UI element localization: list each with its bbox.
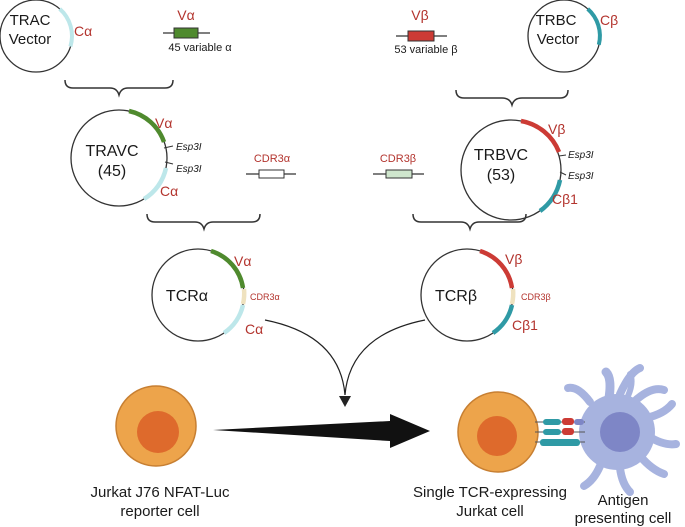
tcrb-cb-segment xyxy=(491,304,515,335)
tcrb-cb-label: Cβ1 xyxy=(512,317,538,333)
tcrb-cdr3-label: CDR3β xyxy=(521,292,551,302)
trac-ca-segment xyxy=(58,7,74,48)
trbvc-line1: TRBVC xyxy=(474,147,528,164)
trbvc-cb-label: Cβ1 xyxy=(552,191,578,207)
single-cell-nucleus xyxy=(477,416,517,456)
va-insert: Vα 45 variable α xyxy=(163,7,232,54)
vb-insert-label: Vβ xyxy=(411,7,428,23)
trbc-vector-line2: Vector xyxy=(537,31,580,48)
tcrb-label: TCRβ xyxy=(435,288,477,305)
merge-curve-right xyxy=(344,319,426,396)
trac-vector: TRAC Vector Cα xyxy=(0,0,92,73)
travc-esp3i-2: Esp3I xyxy=(176,164,202,175)
trbvc-plasmid: TRBVC (53) Vβ Esp3I Esp3I Cβ1 xyxy=(460,118,594,221)
trbvc-vb-segment xyxy=(520,118,562,153)
jurkat-cell-nucleus xyxy=(137,411,179,453)
trbvc-line2: (53) xyxy=(487,167,515,184)
single-caption-line2: Jurkat cell xyxy=(456,503,524,520)
tcra-va-label: Vα xyxy=(234,253,251,269)
tcra-plasmid: TCRα Vα CDR3α Cα xyxy=(151,248,280,342)
mhc-peptide xyxy=(562,418,574,425)
travc-circle xyxy=(70,109,168,207)
travc-va-segment xyxy=(128,108,167,143)
tcra-ca-label: Cα xyxy=(245,321,263,337)
tcra-cdr3-label: CDR3α xyxy=(250,292,280,302)
vb-insert-box xyxy=(407,30,435,42)
travc-plasmid: TRAVC (45) Vα Esp3I Esp3I Cα xyxy=(70,108,202,207)
travc-esp3i-1: Esp3I xyxy=(176,142,202,153)
trbc-vector: TRBC Vector Cβ xyxy=(527,0,618,73)
merge-arrowhead xyxy=(339,396,351,407)
tcr-beta-chain xyxy=(543,429,561,435)
trbc-vector-line1: TRBC xyxy=(536,12,577,29)
apc-caption-line2: presenting cell xyxy=(575,510,672,527)
trac-vector-line2: Vector xyxy=(9,31,52,48)
tcrb-plasmid: TCRβ Vβ CDR3β Cβ1 xyxy=(420,248,551,342)
trbvc-esp3i-1: Esp3I xyxy=(568,150,594,161)
tcrb-vb-label: Vβ xyxy=(505,251,522,267)
merge-curve-left xyxy=(264,319,346,396)
jurkat-caption-line2: reporter cell xyxy=(120,503,199,520)
brace-beta-mid xyxy=(412,213,527,232)
trac-ca-label: Cα xyxy=(74,23,92,39)
trbvc-esp3i-2: Esp3I xyxy=(568,171,594,182)
cdr3b-label: CDR3β xyxy=(380,153,416,165)
trbvc-vb-label: Vβ xyxy=(548,121,565,137)
single-tcr-cell xyxy=(457,391,539,473)
tcra-va-segment xyxy=(210,248,246,289)
apc-nucleus xyxy=(600,412,640,452)
brace-beta-top xyxy=(455,89,569,108)
va-insert-caption: 45 variable α xyxy=(168,42,232,54)
transduction-arrow xyxy=(213,414,430,448)
tcra-cdr3-segment xyxy=(240,288,247,305)
trbvc-circle xyxy=(460,119,562,221)
travc-ca-segment xyxy=(142,167,169,201)
tcr-alpha-chain xyxy=(543,419,561,425)
travc-line2: (45) xyxy=(98,163,126,180)
brace-alpha-mid xyxy=(146,213,261,232)
cdr3a-box xyxy=(258,169,285,179)
brace-alpha-top xyxy=(64,79,174,98)
trbvc-cb-segment xyxy=(538,179,563,213)
cdr3b-box xyxy=(385,169,413,179)
va-insert-box xyxy=(173,27,199,39)
cdr3a-label: CDR3α xyxy=(254,153,291,165)
jurkat-caption-line1: Jurkat J76 NFAT-Luc xyxy=(91,484,230,501)
co-receptor xyxy=(540,439,580,446)
tcra-ca-segment xyxy=(222,304,246,335)
mhc-chain xyxy=(574,419,584,425)
trac-vector-line1: TRAC xyxy=(10,12,51,29)
travc-va-label: Vα xyxy=(155,115,172,131)
tcrb-cdr3-segment xyxy=(509,288,516,305)
mhc-peptide-2 xyxy=(562,428,574,435)
va-insert-label: Vα xyxy=(177,7,194,23)
vb-insert: Vβ 53 variable β xyxy=(394,7,457,56)
tcrb-vb-segment xyxy=(479,248,515,289)
apc-caption-line1: Antigen xyxy=(598,492,649,509)
vb-insert-caption: 53 variable β xyxy=(394,44,457,56)
cdr3a-fragment: CDR3α xyxy=(246,153,296,179)
tcra-label: TCRα xyxy=(166,288,208,305)
single-caption-line1: Single TCR-expressing xyxy=(413,484,567,501)
trbc-cb-label: Cβ xyxy=(600,12,618,28)
travc-line1: TRAVC xyxy=(85,143,138,160)
travc-ca-label: Cα xyxy=(160,183,178,199)
tcr-mhc-synapse xyxy=(535,418,585,446)
trbc-cb-segment xyxy=(586,7,602,46)
antigen-presenting-cell xyxy=(579,394,655,470)
cdr3b-fragment: CDR3β xyxy=(373,153,424,179)
jurkat-reporter-cell xyxy=(115,385,197,467)
